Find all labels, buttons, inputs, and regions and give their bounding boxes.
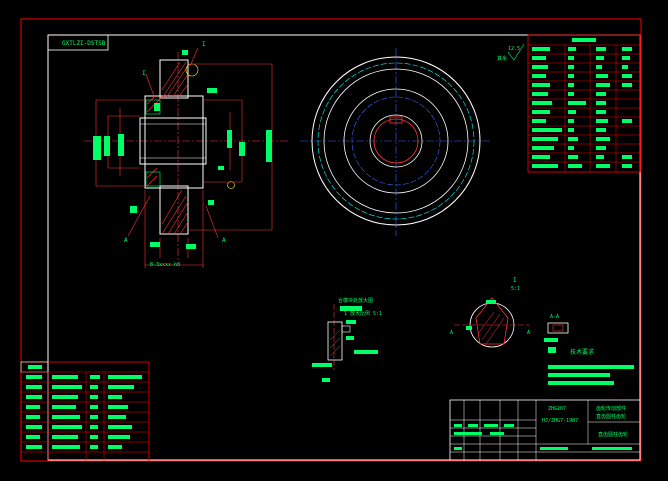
inner-border [47, 34, 641, 461]
tech-req-title: 技术要求 [570, 348, 594, 356]
bottom-dimension-text: B-3xxxx-h8 [150, 262, 180, 268]
section-view-aa: A-A [544, 314, 569, 342]
detail-view-mold: 合模块处放大图 1 放大比例 5:1 [312, 297, 382, 382]
svg-text:A: A [450, 330, 453, 336]
title-company-2: 直齿圆柱齿轮 [596, 413, 626, 420]
roughness-note: 其余 12.5 [497, 43, 525, 62]
section-mark-left: I [142, 70, 146, 77]
revision-table [20, 361, 150, 462]
technical-requirements: 技术要求 [548, 347, 634, 385]
svg-text:A: A [527, 330, 530, 336]
title-part-name: 直齿圆柱齿轮 [598, 431, 628, 438]
detail-view-i: I 5:1 A A [450, 277, 530, 348]
svg-text:5:1: 5:1 [511, 286, 520, 292]
part-code-text: GXTLZI-DSTSB [62, 40, 106, 47]
outer-border [20, 18, 642, 462]
svg-text:A-A: A-A [550, 314, 559, 320]
gear-front-view [300, 48, 492, 236]
part-code-box: GXTLZI-DSTSB [47, 34, 109, 51]
title-drawing-no-2: HJ/ZHG7-19B7 [542, 418, 578, 424]
svg-text:I: I [513, 277, 517, 284]
title-company-1: 齿轮传动部件 [596, 405, 626, 412]
section-mark-top: I [202, 41, 206, 48]
svg-text:其余: 其余 [497, 55, 507, 62]
gear-section-view: B-3xxxx-h8 I I A A [84, 41, 290, 268]
title-block: ZHG207 HJ/ZHG7-19B7 齿轮传动部件 直齿圆柱齿轮 直齿圆柱齿轮 [449, 399, 641, 461]
section-arrow-a-left: A [124, 237, 128, 244]
detail-title: 合模块处放大图 [338, 297, 373, 304]
section-arrow-a-right: A [222, 237, 226, 244]
title-drawing-no-1: ZHG207 [548, 406, 566, 412]
detail-scale: 1 放大比例 5:1 [344, 310, 382, 317]
svg-text:12.5: 12.5 [508, 46, 520, 52]
gear-parameter-table [527, 34, 641, 173]
